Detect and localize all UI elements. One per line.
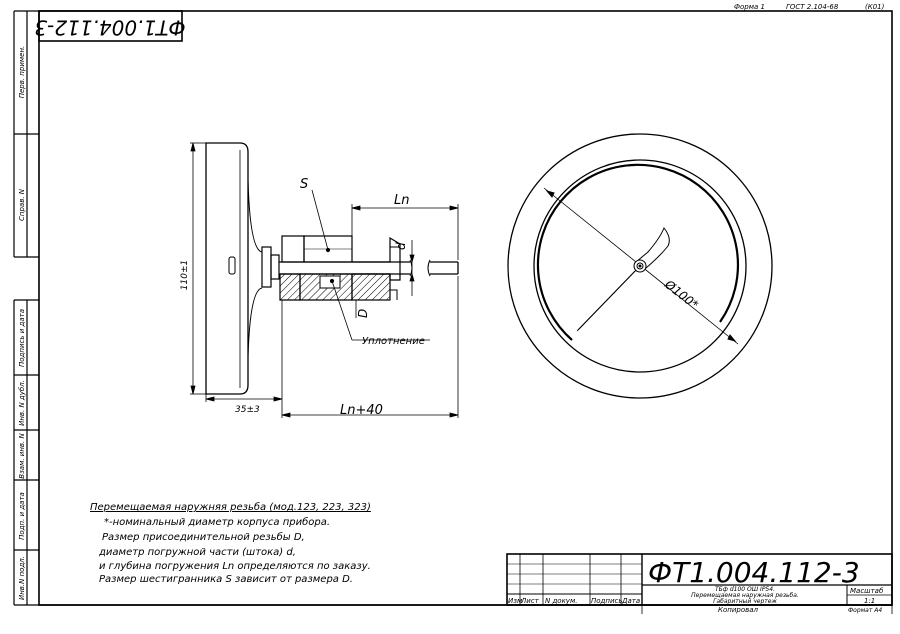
header-forma: Форма 1 <box>734 3 765 11</box>
notes-line2: Размер присоединительной резьбы D, <box>102 531 305 543</box>
label-ln40: Ln+40 <box>340 403 383 418</box>
title-izm: Изм <box>508 597 523 605</box>
side-inv-n-dubl: Инв. N дубл. <box>18 380 26 426</box>
label-110: 110±1 <box>180 260 190 290</box>
label-d-big: D <box>356 309 370 318</box>
front-view <box>507 133 773 399</box>
label-ln: Ln <box>394 193 409 208</box>
header-gost: ГОСТ 2.104-68 <box>786 3 839 11</box>
title-masshtab: Масштаб <box>850 587 884 595</box>
title-kopiroval: Копировал <box>718 606 759 614</box>
title-n-dokum: N докум. <box>545 597 577 605</box>
title-podpis: Подпись <box>591 597 623 605</box>
header-code: (К01) <box>865 3 885 11</box>
notes: Перемещаемая наружняя резьба (мод.123, 2… <box>90 501 371 585</box>
notes-line3: диаметр погружной части (штока) d, <box>98 547 296 558</box>
side-inv-n-podl: Инв.N подл. <box>18 556 26 600</box>
title-format: Формат А4 <box>848 607 882 614</box>
label-dia: Ø100* <box>661 277 701 312</box>
title-list: Лист <box>520 597 540 605</box>
label-35: 35±3 <box>235 405 260 415</box>
label-d-small: d <box>394 242 408 250</box>
title-designation: ФТ1.004.112-3 <box>648 556 860 589</box>
side-perv-primen: Перв. примен. <box>18 46 26 99</box>
side-vzam-inv: Взам. инв. N <box>18 432 26 478</box>
sheet-frame <box>38 10 893 606</box>
stamp-designation: ФТ1.004.112-3 <box>34 16 185 40</box>
title-desc1: ТБф d100 ОШ IP54. <box>715 586 775 593</box>
side-view <box>205 142 459 395</box>
title-desc2: Перемещаемая наружная резьба. <box>691 592 799 599</box>
side-dimensions <box>190 142 459 418</box>
title-data: Дата <box>621 597 640 605</box>
title-desc3: Габаритный чертеж <box>713 598 777 605</box>
title-scale: 1:1 <box>864 597 875 605</box>
title-block <box>506 553 893 614</box>
side-sprav-n: Справ. N <box>18 188 26 221</box>
notes-line4: и глубина погружения Ln определяются по … <box>99 560 371 572</box>
side-column: Перв. примен. Справ. N Подпись и дата Ин… <box>13 10 39 606</box>
side-podp-data-top: Подпись и дата <box>18 309 26 367</box>
notes-line5: Размер шестигранника S зависит от размер… <box>99 574 353 585</box>
label-s: S <box>300 177 308 192</box>
notes-line1: *-номинальный диаметр корпуса прибора. <box>104 516 330 528</box>
stamp-box <box>38 10 183 42</box>
side-podp-data-bottom: Подп. и дата <box>18 492 26 540</box>
label-seal: Уплотнение <box>362 336 425 347</box>
notes-title: Перемещаемая наружняя резьба (мод.123, 2… <box>90 501 371 513</box>
